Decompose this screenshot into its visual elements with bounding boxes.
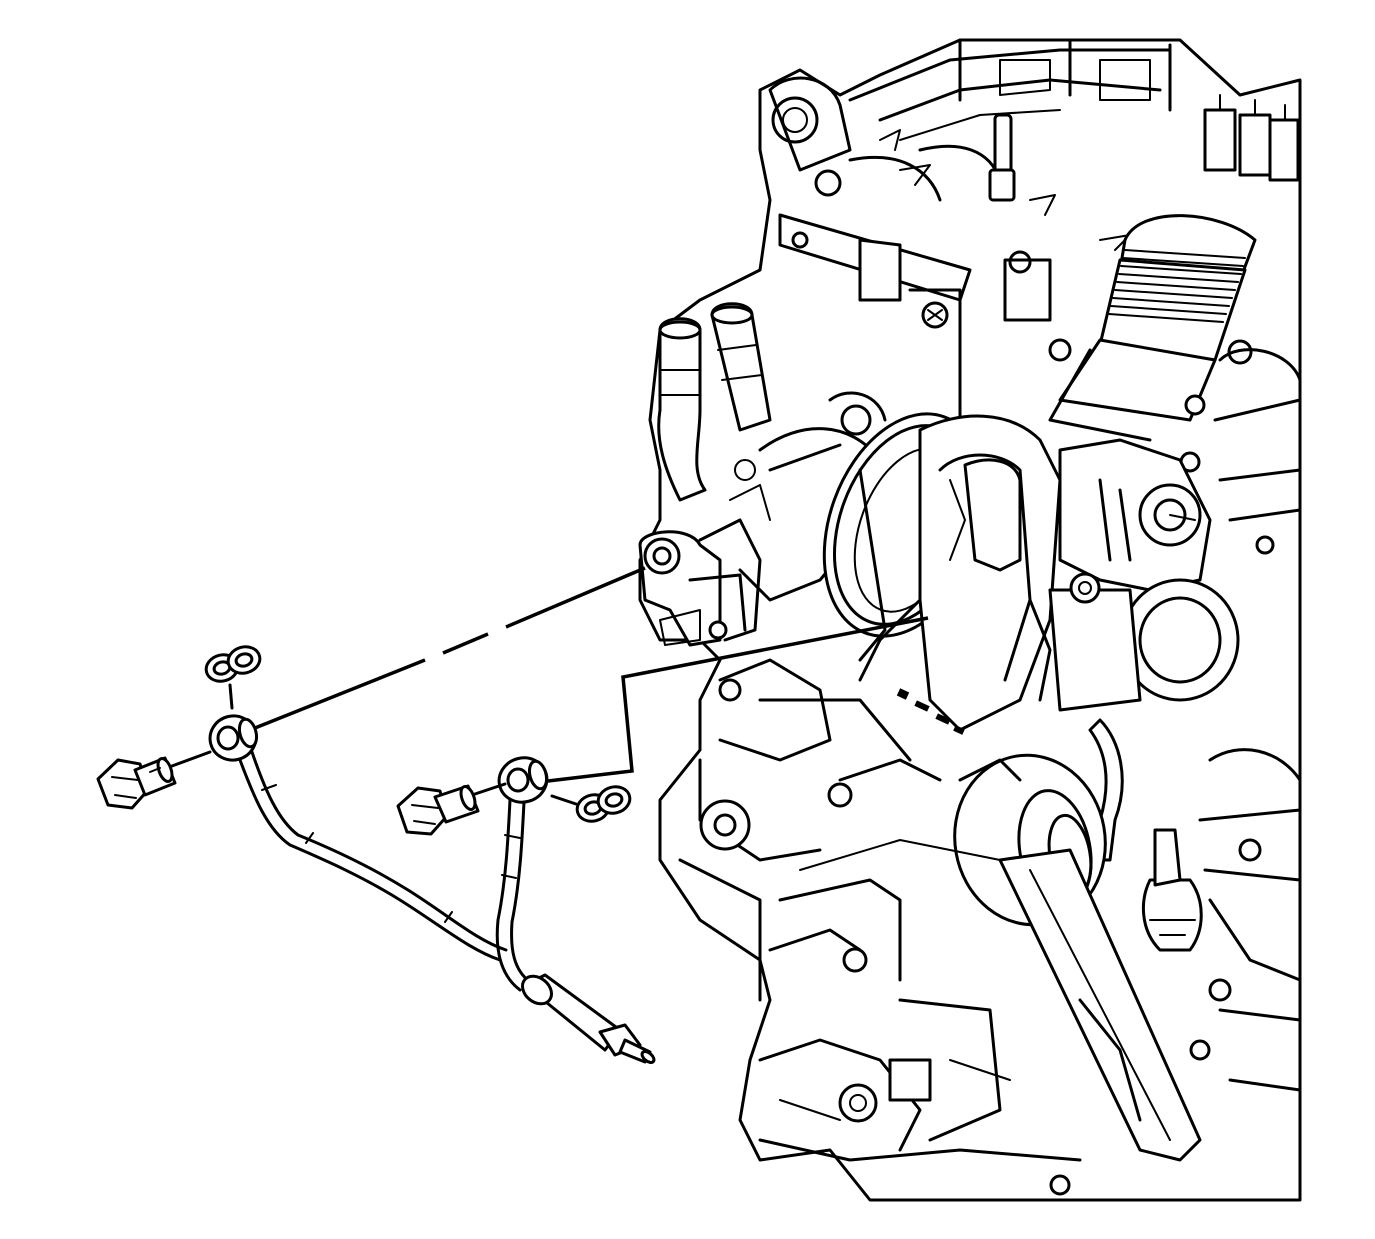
upper-sealing-washers	[204, 645, 262, 710]
ribbed-cap	[1108, 249, 1246, 323]
housing-stamp	[896, 688, 965, 735]
engine-block	[638, 38, 1302, 1202]
turbocharger-oil-feed-pipe	[208, 714, 656, 1064]
leader-lines	[244, 566, 929, 783]
upper-banjo-bolt	[96, 750, 212, 810]
lower-banjo-bolt	[396, 782, 507, 836]
lower-sealing-washers	[550, 785, 632, 823]
engine-bolts	[814, 169, 1275, 1196]
